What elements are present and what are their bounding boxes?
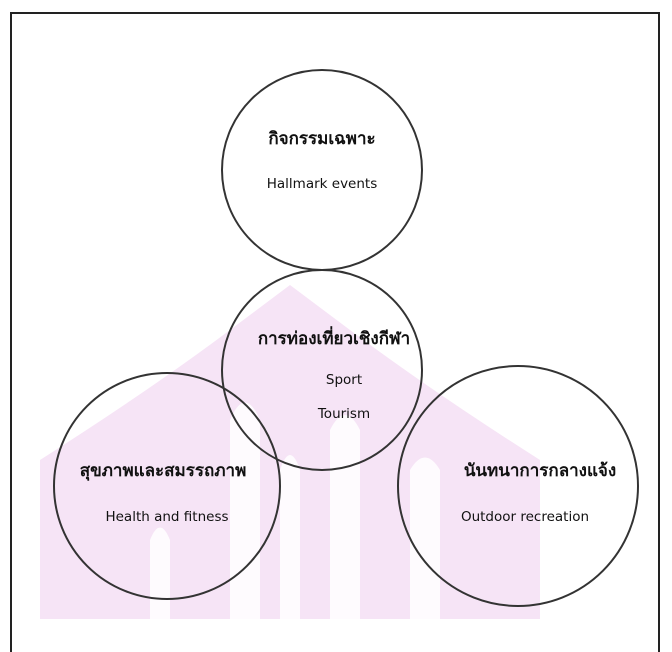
center-thai-label: การท่องเที่ยวเชิงกีฬา	[258, 326, 410, 349]
right-thai-label: นันทนาการกลางแจ้ง	[464, 461, 616, 481]
diagram-frame	[10, 12, 660, 652]
right-english-label: Outdoor recreation	[461, 509, 589, 525]
circle-left	[53, 372, 281, 600]
circle-right	[397, 365, 639, 607]
venn-diagram: กิจกรรมเฉพาะ Hallmark events การท่องเที่…	[40, 69, 639, 619]
top-thai-label: กิจกรรมเฉพาะ	[268, 129, 375, 149]
center-english-line2: Tourism	[317, 406, 370, 422]
left-english-label: Health and fitness	[105, 509, 228, 525]
circle-top	[221, 69, 423, 271]
center-english-line1: Sport	[326, 372, 362, 388]
left-thai-label: สุขภาพและสมรรถภาพ	[80, 461, 247, 481]
circle-center	[221, 269, 423, 471]
top-english-label: Hallmark events	[267, 176, 378, 192]
